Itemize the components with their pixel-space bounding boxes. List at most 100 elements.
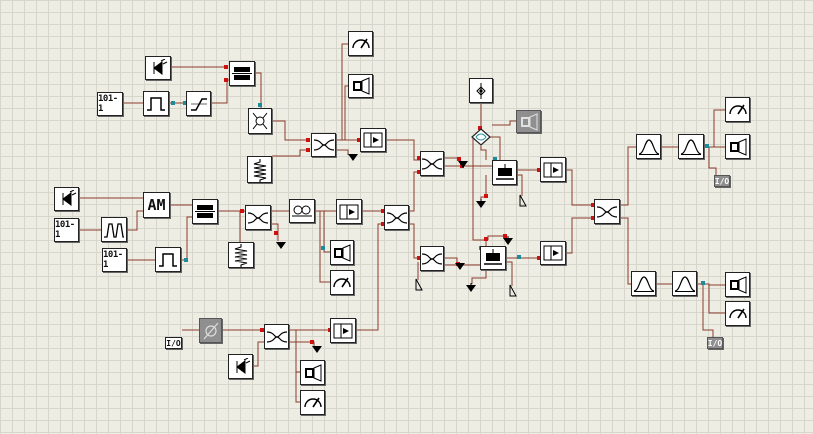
coupler-3[interactable] (384, 205, 409, 230)
wire (708, 284, 725, 314)
power-meter-2[interactable] (330, 270, 354, 295)
spectrum-analyzer-icon (674, 275, 695, 292)
spectrum-analyzer-3[interactable] (631, 271, 656, 296)
modulator-1[interactable] (229, 61, 255, 86)
photodetector-5[interactable] (540, 241, 566, 265)
pulse-generator-1[interactable] (143, 91, 169, 116)
wire (471, 270, 487, 284)
power-meter-3[interactable] (300, 390, 325, 415)
photodetector-icon (363, 132, 383, 148)
spectrum-analyzer-icon (638, 138, 659, 155)
wire (409, 171, 420, 212)
am-modulator-label: AM (147, 196, 166, 214)
power-meter-icon (728, 104, 747, 114)
power-meter-5[interactable] (725, 301, 750, 326)
polarizer-icon (292, 205, 312, 217)
coupler-4[interactable] (264, 324, 289, 349)
oscilloscope-2[interactable] (330, 240, 354, 265)
oscilloscope-1[interactable] (348, 74, 373, 98)
io-port-label: I/O (166, 338, 181, 348)
ground-icon (276, 242, 286, 249)
power-meter-4[interactable] (725, 97, 750, 122)
io-port-1[interactable]: I/O (165, 337, 182, 349)
coupler-7[interactable] (594, 199, 620, 224)
x-coupler-icon (313, 139, 334, 151)
spectrum-analyzer-2[interactable] (678, 134, 704, 159)
oscilloscope-disabled[interactable] (516, 110, 541, 133)
wire (409, 223, 420, 259)
optical-filter-2[interactable] (480, 246, 506, 270)
optical-amplifier-1[interactable] (248, 108, 272, 134)
spectrum-analyzer-4[interactable] (672, 271, 697, 296)
laser-source-icon (235, 357, 250, 374)
terminator-icon (415, 278, 423, 291)
photodetector-1[interactable] (360, 128, 386, 152)
splitter-1[interactable] (470, 128, 492, 146)
bit-sequence-generator-1[interactable]: 101-1 (97, 92, 123, 116)
pulse-generator-icon (104, 222, 124, 238)
oscilloscope-4[interactable] (725, 134, 750, 159)
wire (702, 284, 714, 337)
oscilloscope-icon (352, 77, 369, 95)
x-coupler-icon (247, 211, 269, 224)
pulse-generator-3[interactable] (155, 247, 181, 272)
x-coupler-icon (266, 330, 287, 343)
coupler-2[interactable] (245, 205, 271, 230)
power-meter-1[interactable] (348, 31, 373, 56)
photodetector-icon (333, 323, 353, 338)
oscilloscope-icon (729, 275, 746, 294)
fiber-spool-1[interactable] (247, 156, 272, 183)
terminator-icon (509, 284, 517, 297)
x-coupler-icon (386, 211, 407, 224)
attenuator-1[interactable] (199, 318, 222, 343)
coupler-6[interactable] (420, 246, 444, 271)
coupler-5[interactable] (420, 151, 444, 176)
bit-sequence-generator-3[interactable]: 101-1 (102, 248, 127, 272)
laser-source-1[interactable] (145, 56, 171, 80)
wire (566, 169, 594, 206)
probe-1[interactable] (469, 78, 493, 103)
optical-filter-icon (484, 249, 502, 265)
fiber-spool-2[interactable] (228, 242, 254, 268)
spectrum-analyzer-icon (680, 138, 702, 155)
ground-icon (455, 263, 465, 270)
bit-sequence-label: 101-1 (55, 220, 75, 240)
optical-filter-1[interactable] (492, 160, 517, 185)
photodetector-2[interactable] (336, 199, 362, 224)
wire (271, 223, 279, 241)
bit-sequence-generator-2[interactable]: 101-1 (54, 218, 79, 242)
coupler-1[interactable] (311, 133, 336, 157)
oscilloscope-icon (729, 137, 746, 156)
modulator-2[interactable] (192, 199, 218, 224)
pulse-generator-icon (147, 96, 165, 111)
modulator-driver-icon (190, 97, 207, 111)
wire (255, 72, 262, 108)
wire (211, 79, 230, 104)
oscilloscope-5[interactable] (725, 272, 750, 297)
io-port-2[interactable]: I/O (714, 175, 730, 187)
photodetector-icon (339, 204, 359, 219)
wire (319, 211, 330, 283)
laser-source-2[interactable] (54, 187, 79, 211)
spectrum-analyzer-1[interactable] (636, 134, 661, 159)
io-port-3[interactable]: I/O (707, 337, 723, 349)
am-modulator[interactable]: AM (143, 192, 170, 218)
pulse-generator-2[interactable] (101, 217, 127, 242)
x-coupler-icon (596, 205, 618, 218)
io-port-label: I/O (714, 176, 730, 186)
wire (515, 174, 523, 196)
photodetector-3[interactable] (330, 318, 356, 343)
polarizer-1[interactable] (289, 199, 315, 223)
laser-source-icon (61, 190, 76, 206)
terminator-icon (519, 194, 527, 207)
photodetector-4[interactable] (540, 157, 566, 182)
bit-sequence-label: 101-1 (98, 94, 118, 114)
oscilloscope-3[interactable] (300, 360, 325, 385)
wire (127, 210, 143, 231)
oscilloscope-icon (520, 112, 537, 131)
photodetector-icon (543, 162, 563, 177)
driver-1[interactable] (186, 91, 211, 116)
laser-source-3[interactable] (228, 354, 253, 379)
wire (480, 146, 487, 160)
